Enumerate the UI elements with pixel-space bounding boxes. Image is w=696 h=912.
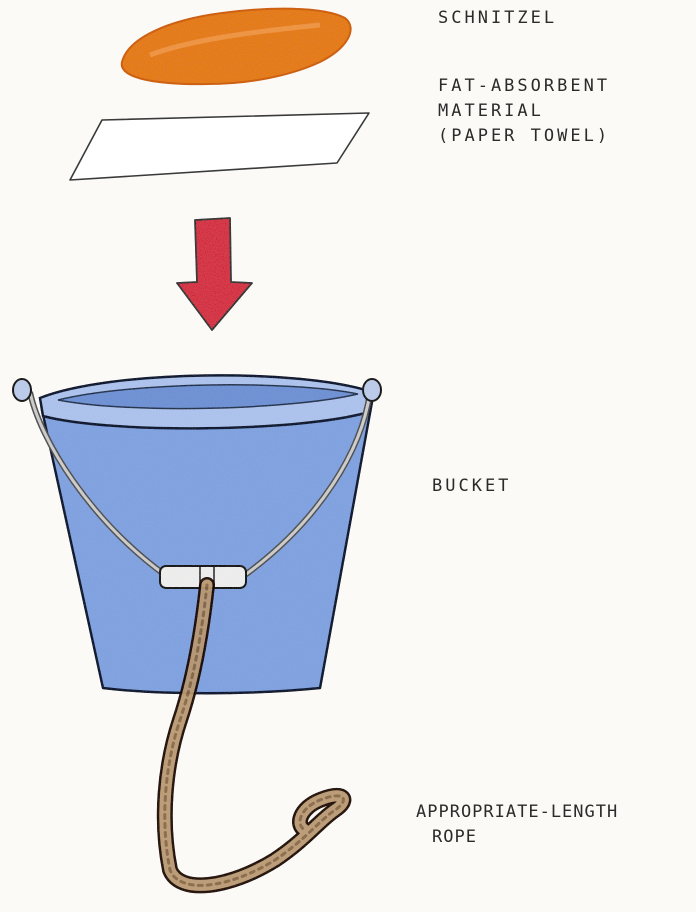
schnitzel-label: SCHNITZEL (438, 6, 557, 31)
bucket-label-text: BUCKET (432, 476, 512, 496)
rope-label-line-2: ROPE (432, 827, 477, 847)
paper-towel-label-line-1: FAT-ABSORBENT (438, 76, 611, 96)
rope-icon (156, 577, 352, 894)
bucket-icon (12, 374, 382, 695)
paper-towel-label: FAT-ABSORBENT MATERIAL (PAPER TOWEL) (438, 74, 610, 149)
down-arrow-icon (176, 217, 253, 331)
paper-towel-icon (69, 112, 370, 181)
schnitzel-icon (120, 7, 352, 86)
rope-label-line-1: APPROPRIATE-LENGTH (416, 802, 619, 822)
bucket-label: BUCKET (432, 474, 511, 499)
schnitzel-label-text: SCHNITZEL (438, 8, 558, 28)
paper-towel-label-line-2: MATERIAL (438, 101, 544, 121)
paper-towel-label-line-3: (PAPER TOWEL) (438, 126, 611, 146)
rope-label: APPROPRIATE-LENGTH ROPE (416, 800, 618, 850)
